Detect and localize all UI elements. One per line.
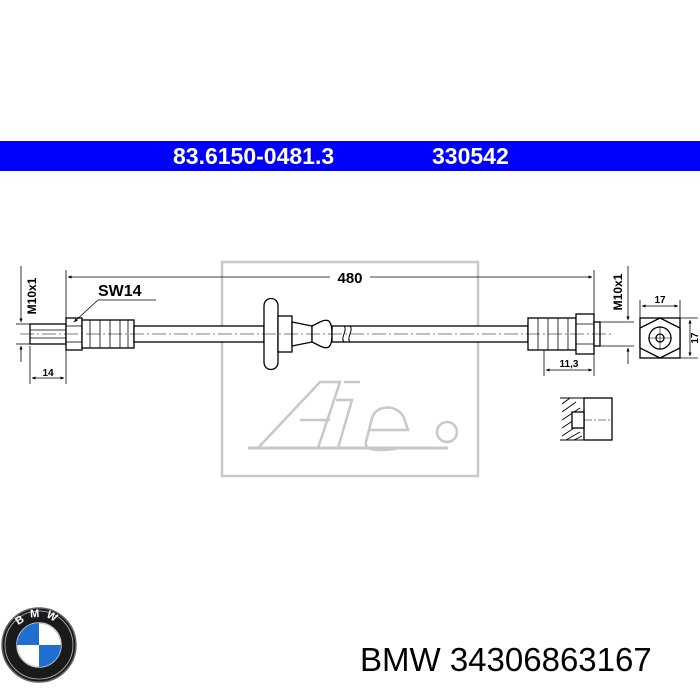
dimension-thread-left	[16, 266, 30, 362]
brand-name: BMW	[360, 641, 441, 678]
right-end-label: 11,3	[560, 359, 579, 370]
section-detail	[560, 397, 613, 441]
thread-left-label: M10x1	[25, 277, 39, 314]
footer-part-label: BMW 34306863167	[360, 640, 652, 680]
hex-end-view	[639, 317, 681, 359]
hex-height-label: 17	[690, 332, 700, 344]
wrench-size-label: SW14	[98, 283, 142, 300]
hex-width-label: 17	[654, 295, 666, 306]
header-bar: 83.6150-0481.3 330542	[0, 141, 700, 171]
left-end-label: 14	[42, 368, 54, 379]
wrench-size-leader	[73, 299, 156, 323]
article-number: 83.6150-0481.3	[173, 143, 335, 169]
dimension-right-end	[543, 350, 595, 376]
ate-watermark-icon	[220, 260, 480, 478]
dimension-left-end	[29, 346, 67, 384]
thread-right-label: M10x1	[611, 273, 625, 310]
dimension-hex	[639, 300, 698, 359]
dimension-thread-right	[598, 266, 634, 364]
reference-number: 330542	[432, 143, 509, 169]
part-number: 34306863167	[449, 641, 652, 678]
bmw-logo-icon: BMW	[1, 607, 77, 683]
length-label: 480	[337, 270, 362, 287]
